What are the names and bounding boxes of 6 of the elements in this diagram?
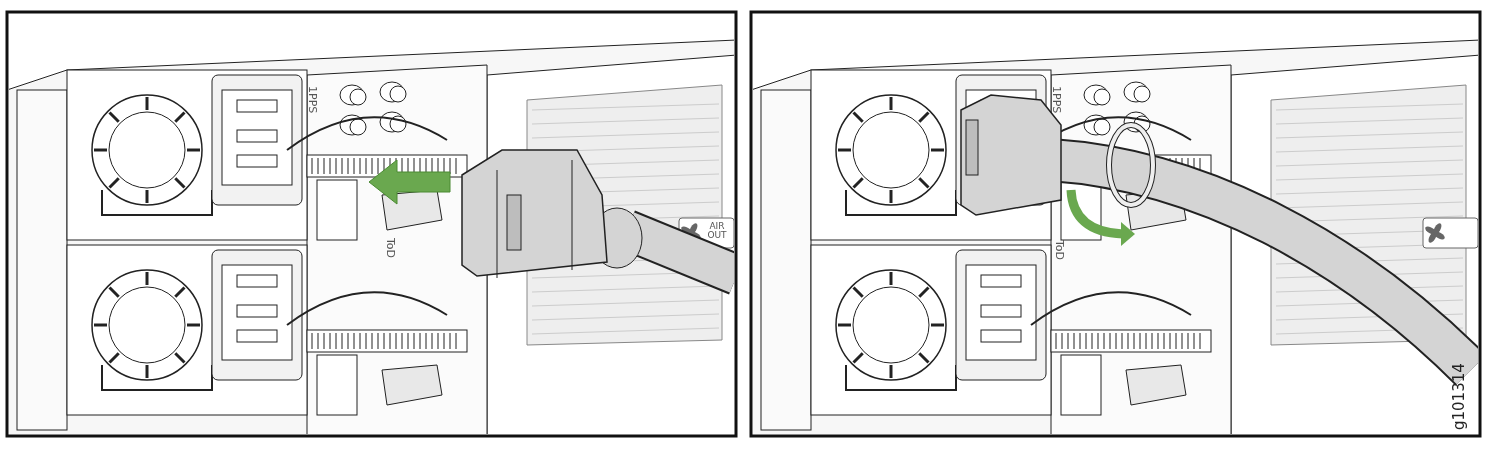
- panel-marking: ToD: [385, 238, 396, 259]
- figure-id: g101314: [1452, 363, 1467, 430]
- panel-marking: ToD: [1054, 240, 1065, 261]
- panel-marking: AIR OUT: [706, 222, 728, 240]
- panel-marking: 1PPS: [1051, 86, 1062, 114]
- panel-marking: 1PPS: [307, 86, 318, 114]
